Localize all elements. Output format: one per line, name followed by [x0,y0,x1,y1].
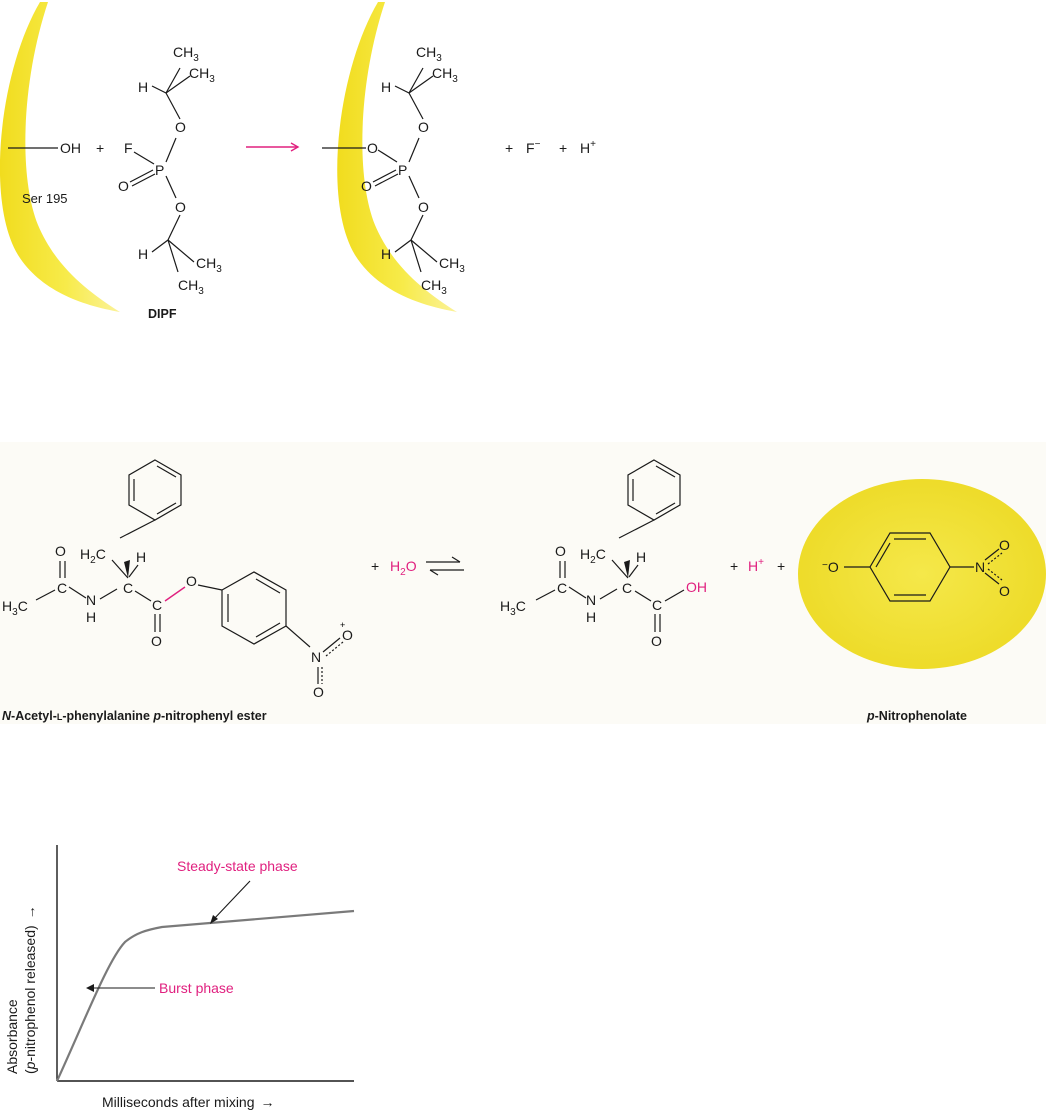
reactant-structure: H2C H C N H C O H3C C O O [2,459,353,700]
svg-text:CH3: CH3 [439,255,465,275]
svg-text:O: O [999,583,1010,599]
plus-sign-3: + [559,140,567,156]
panel-ester-hydrolysis: H2C H C N H C O H3C C O O [0,442,1046,724]
svg-text:+: + [777,558,785,574]
enzyme-crescent-right [337,2,457,312]
svg-text:H: H [136,549,146,565]
svg-text:+: + [730,558,738,574]
svg-text:C: C [652,597,662,613]
atom-O-upper: O [175,119,186,135]
svg-text:H: H [636,549,646,565]
svg-text:O: O [313,684,324,700]
svg-text:O: O [367,140,378,156]
svg-text:H3C: H3C [2,598,28,618]
equilibrium-arrows [426,556,464,576]
svg-text:CH3: CH3 [432,65,458,85]
product-acid-structure: H2C H C N H C O H3C C O OH [500,459,707,649]
dipf-structure: F P O O O H CH3 CH3 H CH3 CH3 [118,44,222,321]
svg-text:H: H [586,609,596,625]
water-label: H2O [390,558,417,578]
ser195-label: Ser 195 [22,191,68,206]
atom-F: F [124,140,133,156]
atom-O-double: O [118,178,129,194]
carboxyl-OH: OH [686,579,707,595]
proton-1: H+ [580,139,596,156]
svg-text:O: O [186,573,197,589]
svg-text:+: + [371,558,379,574]
svg-text:O: O [999,537,1010,553]
svg-text:CH3: CH3 [178,277,204,297]
phenolate-oxygen: −O [822,559,839,575]
svg-text:C: C [123,580,133,596]
svg-text:O: O [151,633,162,649]
steady-state-pointer [210,915,218,924]
svg-text:O: O [342,627,353,643]
hydroxyl-label: OH [60,140,81,156]
fluoride-ion: F− [526,139,541,156]
proton-2: H+ [748,557,764,574]
svg-text:O: O [55,543,66,559]
svg-text:P: P [398,162,407,178]
svg-text:CH3: CH3 [416,44,442,64]
atom-H-upper: H [138,79,148,95]
nitrophenolate-structure: −O N O O [822,532,1010,602]
atom-P: P [155,162,164,178]
svg-text:Absorbance: Absorbance [4,999,20,1074]
plus-sign-1: + [96,140,104,156]
dipf-caption: DIPF [148,307,177,321]
product-caption: p-Nitrophenolate [866,709,967,723]
svg-text:+: + [340,620,345,630]
atom-O-lower: O [175,199,186,215]
svg-text:H: H [381,79,391,95]
svg-text:CH3: CH3 [173,44,199,64]
svg-text:H: H [86,609,96,625]
svg-text:H2C: H2C [80,546,106,566]
svg-text:C: C [622,580,632,596]
svg-text:H2C: H2C [580,546,606,566]
svg-text:N: N [311,649,321,665]
svg-text:C: C [557,580,567,596]
svg-text:N: N [586,592,596,608]
enzyme-crescent-left [0,2,120,312]
reaction-arrow-1 [290,142,300,152]
svg-text:C: C [152,597,162,613]
svg-text:CH3: CH3 [196,255,222,275]
svg-text:O: O [418,119,429,135]
svg-text:O: O [555,543,566,559]
steady-state-annotation: Steady-state phase [177,858,298,874]
burst-pointer [86,984,94,992]
plus-sign-2: + [505,140,513,156]
nitrophenolate-highlight [798,479,1046,669]
svg-text:(p-nitrophenol released)→: (p-nitrophenol released)→ [22,905,38,1074]
svg-text:C: C [57,580,67,596]
svg-text:CH3: CH3 [421,277,447,297]
dip-enzyme-product: O P O O O H CH3 CH3 H CH3 CH3 [322,44,465,297]
kinetic-curve [56,909,355,1082]
svg-text:N: N [975,559,985,575]
panel-burst-kinetics: Steady-state phase Burst phase Milliseco… [4,845,355,1110]
x-axis-label: Milliseconds after mixing→ [102,1094,275,1110]
svg-text:O: O [361,178,372,194]
svg-text:CH3: CH3 [189,65,215,85]
y-axis-label: Absorbance (p-nitrophenol released)→ [4,905,38,1074]
svg-text:H: H [381,246,391,262]
svg-text:O: O [418,199,429,215]
svg-text:H3C: H3C [500,598,526,618]
burst-annotation: Burst phase [159,980,234,996]
svg-text:N: N [86,592,96,608]
reactant-caption: N-Acetyl-L-phenylalanine p-nitrophenyl e… [2,709,267,723]
panel-dipf-reaction: OH Ser 195 + F P O O O H CH3 CH3 [0,2,596,321]
svg-text:O: O [651,633,662,649]
atom-H-lower: H [138,246,148,262]
